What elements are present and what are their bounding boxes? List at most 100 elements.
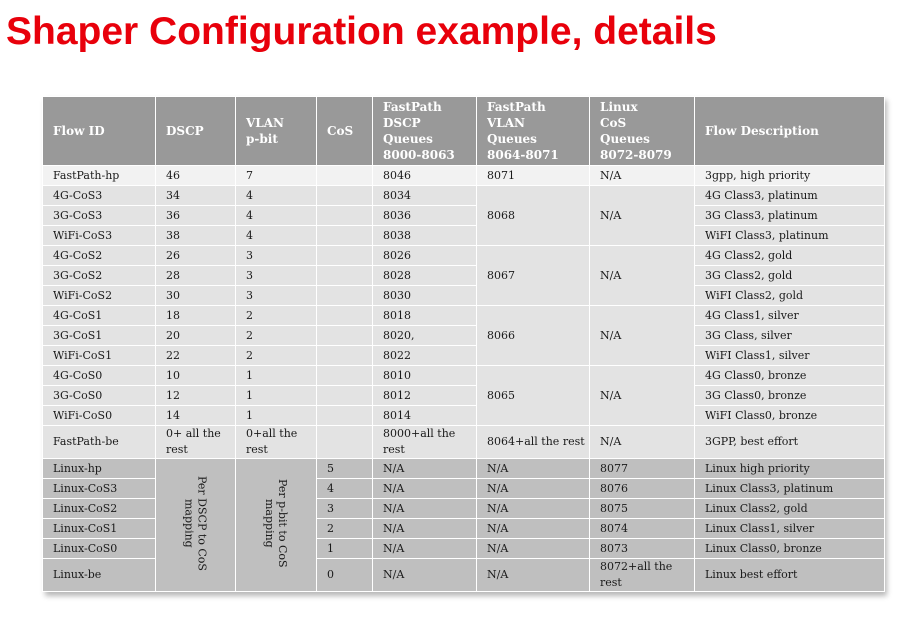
- dscp-mapping-note: Per DSCP to CoS mapping: [182, 476, 209, 571]
- cell-vlan-pbit: 2: [235, 325, 317, 346]
- cell-linux-cos-queue: N/A: [589, 245, 695, 306]
- cell-cos: 5: [316, 458, 373, 479]
- cell-fastpath-dscp-queue: 8036: [372, 205, 477, 226]
- cell-flow-description: 3gpp, high priority: [694, 165, 885, 186]
- cell-flow-id: WiFi-CoS2: [42, 285, 156, 306]
- cell-fastpath-dscp-queue: 8020,: [372, 325, 477, 346]
- cell-fastpath-dscp-queue: 8026: [372, 245, 477, 266]
- cell-cos: 0: [316, 558, 373, 592]
- cell-dscp: 26: [155, 245, 236, 266]
- cell-flow-id: FastPath-hp: [42, 165, 156, 186]
- cell-dscp: 20: [155, 325, 236, 346]
- cell-flow-description: WiFI Class0, bronze: [694, 405, 885, 426]
- cell-linux-cos-queue: N/A: [589, 305, 695, 366]
- cell-dscp: 28: [155, 265, 236, 286]
- cell-flow-id: WiFi-CoS0: [42, 405, 156, 426]
- cell-fastpath-vlan-queue: 8064+all the rest: [476, 425, 590, 459]
- cell-fastpath-vlan-queue: 8066: [476, 305, 590, 366]
- cell-dscp: 14: [155, 405, 236, 426]
- cell-flow-id: WiFi-CoS3: [42, 225, 156, 246]
- cell-flow-id: 3G-CoS1: [42, 325, 156, 346]
- cell-cos: [316, 325, 373, 346]
- cell-dscp: 36: [155, 205, 236, 226]
- cell-dscp: 34: [155, 185, 236, 206]
- cell-vlan-pbit: 4: [235, 205, 317, 226]
- header-cos: CoS: [316, 96, 373, 166]
- cell-linux-cos-queue: N/A: [589, 425, 695, 459]
- cell-flow-description: 3G Class2, gold: [694, 265, 885, 286]
- cell-flow-id: 4G-CoS1: [42, 305, 156, 326]
- cell-linux-cos-queue: N/A: [589, 365, 695, 426]
- cell-cos: 2: [316, 518, 373, 539]
- cell-vlan-pbit: 1: [235, 385, 317, 406]
- cell-fastpath-dscp-queue: 8010: [372, 365, 477, 386]
- cell-fastpath-dscp-queue: N/A: [372, 458, 477, 479]
- cell-vlan-pbit: 0+all the rest: [235, 425, 317, 459]
- cell-flow-description: 3GPP, best effort: [694, 425, 885, 459]
- cell-cos: [316, 365, 373, 386]
- cell-linux-cos-queue: 8074: [589, 518, 695, 539]
- cell-cos: [316, 385, 373, 406]
- cell-fastpath-dscp-queue: N/A: [372, 478, 477, 499]
- cell-cos: [316, 265, 373, 286]
- header-dscp: DSCP: [155, 96, 236, 166]
- cell-dscp: 0+ all the rest: [155, 425, 236, 459]
- cell-flow-id: WiFi-CoS1: [42, 345, 156, 366]
- cell-cos: 1: [316, 538, 373, 559]
- cell-fastpath-dscp-queue: 8014: [372, 405, 477, 426]
- cell-linux-cos-queue: 8077: [589, 458, 695, 479]
- cell-flow-id: 3G-CoS2: [42, 265, 156, 286]
- cell-fastpath-dscp-queue: N/A: [372, 558, 477, 592]
- cell-fastpath-vlan-queue: N/A: [476, 458, 590, 479]
- cell-flow-description: Linux Class3, platinum: [694, 478, 885, 499]
- cell-vlan-pbit: 4: [235, 225, 317, 246]
- cell-vlan-pbit: 3: [235, 245, 317, 266]
- cell-flow-description: Linux Class2, gold: [694, 498, 885, 519]
- cell-cos: [316, 345, 373, 366]
- cell-linux-cos-queue: 8075: [589, 498, 695, 519]
- cell-cos: 3: [316, 498, 373, 519]
- cell-cos: [316, 245, 373, 266]
- cell-flow-description: 3G Class0, bronze: [694, 385, 885, 406]
- cell-vlan-pbit: 4: [235, 185, 317, 206]
- cell-dscp: 22: [155, 345, 236, 366]
- cell-flow-description: Linux best effort: [694, 558, 885, 592]
- cell-linux-cos-queue: N/A: [589, 185, 695, 246]
- cell-dscp: 46: [155, 165, 236, 186]
- cell-fastpath-dscp-queue: N/A: [372, 518, 477, 539]
- cell-fastpath-dscp-queue: 8034: [372, 185, 477, 206]
- cell-fastpath-dscp-queue: N/A: [372, 538, 477, 559]
- cell-linux-cos-queue: 8073: [589, 538, 695, 559]
- cell-flow-description: 4G Class1, silver: [694, 305, 885, 326]
- cell-dscp: 18: [155, 305, 236, 326]
- cell-flow-id: FastPath-be: [42, 425, 156, 459]
- cell-vlan-pbit: 3: [235, 265, 317, 286]
- cell-dscp: 10: [155, 365, 236, 386]
- cell-cos: [316, 185, 373, 206]
- cell-fastpath-vlan-queue: N/A: [476, 538, 590, 559]
- cell-flow-id: 4G-CoS2: [42, 245, 156, 266]
- cell-cos: [316, 405, 373, 426]
- cell-cos: 4: [316, 478, 373, 499]
- cell-fastpath-vlan-queue: N/A: [476, 498, 590, 519]
- slide-title: Shaper Configuration example, details: [6, 10, 717, 53]
- cell-flow-description: 4G Class3, platinum: [694, 185, 885, 206]
- cell-fastpath-dscp-queue: 8028: [372, 265, 477, 286]
- cell-fastpath-dscp-queue: 8046: [372, 165, 477, 186]
- cell-fastpath-vlan-queue: 8065: [476, 365, 590, 426]
